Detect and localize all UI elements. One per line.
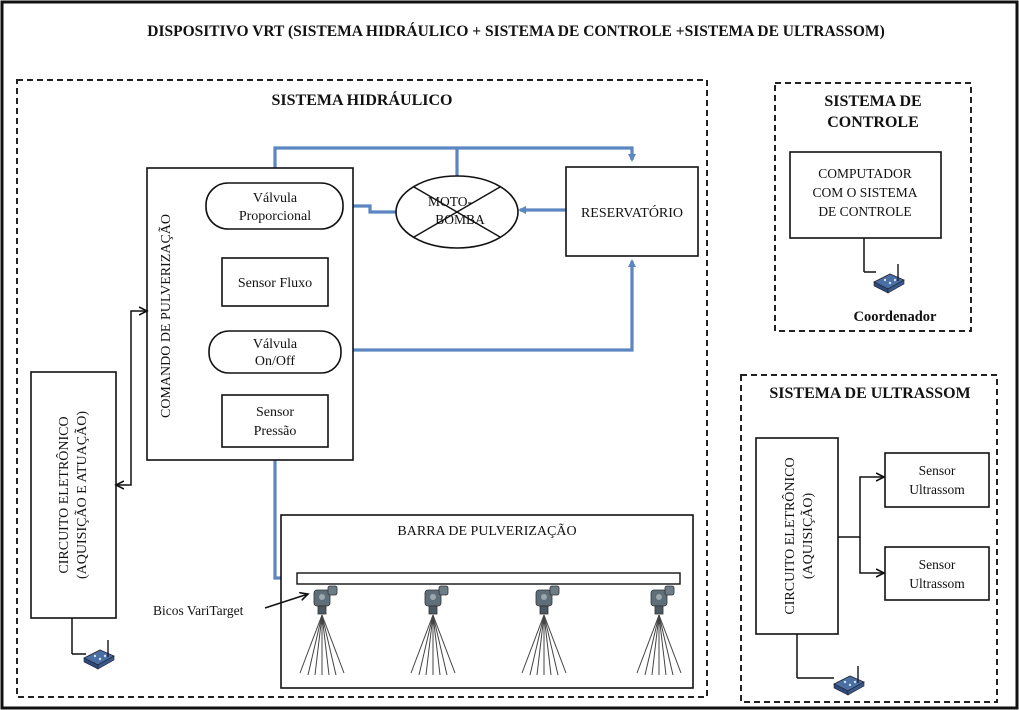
ultrasound-sensor-1-label-1: Sensor [919, 463, 956, 478]
onoff-valve-label-2: On/Off [255, 354, 296, 369]
coordinator-label: Coordenador [854, 309, 938, 325]
reservoir-label: RESERVATÓRIO [581, 204, 683, 221]
hydraulic-circuit-label-1: CIRCUITO ELETRÔNICO [55, 416, 72, 573]
flow-line-return-top [273, 146, 636, 180]
motor-pump-label-1: MOTO- [428, 194, 473, 209]
ultrasound-sensor-2-label-2: Ultrassom [909, 576, 965, 591]
hydraulic-circuit-label-2: (AQUISIÇÃO E ATUAÇÃO) [74, 411, 90, 579]
proportional-valve-label-1: Válvula [253, 191, 298, 206]
flow-line-pump-to-valve [341, 202, 398, 214]
page-title: DISPOSITIVO VRT (SISTEMA HIDRÁULICO + SI… [147, 23, 884, 40]
nozzles-pointer [264, 594, 308, 609]
hydraulic-circuit-box [30, 371, 117, 619]
ultrasound-sensor-1 [884, 452, 990, 508]
ultrasound-circuit-label-2: (AQUISIÇÃO) [800, 493, 816, 580]
computer-box [789, 151, 942, 239]
ultrasound-heading: SISTEMA DE ULTRASSOM [769, 385, 970, 402]
flow-sensor-label: Sensor Fluxo [238, 276, 312, 291]
ultrasound-link-1 [838, 477, 884, 538]
motor-pump-label-2: BOMBA [435, 212, 485, 227]
control-heading-2: CONTROLE [827, 114, 919, 131]
pressure-sensor [221, 394, 329, 448]
spray-boom-panel [280, 514, 694, 689]
ultrasound-sensor-1-label-2: Ultrassom [909, 482, 965, 497]
onoff-valve [208, 330, 342, 374]
onoff-valve-label-1: Válvula [253, 337, 298, 352]
hydraulic-heading: SISTEMA HIDRÁULICO [272, 90, 453, 109]
radio-module-icon [83, 639, 115, 670]
proportional-valve [205, 182, 344, 230]
hydraulic-system-panel [16, 79, 708, 698]
control-system-panel [774, 82, 972, 332]
radio-module-icon [873, 263, 905, 294]
spray-boom-bar [296, 572, 681, 585]
spray-boom-label: BARRA DE PULVERIZAÇÃO [397, 523, 576, 539]
control-heading-1: SISTEMA DE [824, 93, 921, 110]
flow-line-onoff-to-reservoir [341, 259, 636, 352]
nozzles-label: Bicos VariTarget [153, 603, 244, 618]
circuit-command-link [116, 311, 147, 485]
flow-sensor [221, 257, 329, 307]
radio-module-icon [833, 665, 865, 696]
pressure-sensor-label-1: Sensor [256, 405, 294, 420]
ultrasound-link-2 [859, 537, 884, 573]
spray-command-label: COMANDO DE PULVERIZAÇÃO [158, 214, 174, 418]
ultrasound-sensor-2-label-1: Sensor [919, 557, 956, 572]
computer-label-2: COM O SISTEMA [812, 185, 917, 200]
motor-pump [395, 175, 519, 249]
computer-label-3: DE CONTROLE [818, 204, 911, 219]
pressure-sensor-label-2: Pressão [254, 424, 297, 439]
computer-label-1: COMPUTADOR [818, 166, 911, 181]
ultrasound-system-panel [740, 374, 998, 703]
reservoir [565, 166, 699, 257]
ultrasound-sensor-2 [884, 546, 990, 601]
proportional-valve-label-2: Proporcional [239, 209, 311, 224]
ultrasound-circuit-label-1: CIRCUITO ELETRÔNICO [781, 457, 798, 614]
